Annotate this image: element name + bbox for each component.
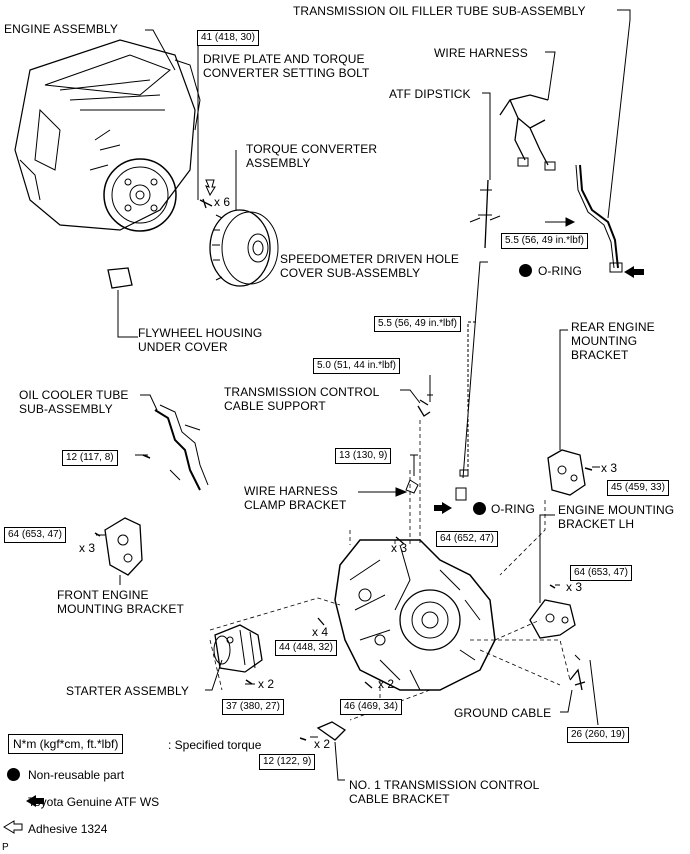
flywheel-cover-drawing bbox=[107, 267, 133, 289]
torque-spec-box: 12 (122, 9) bbox=[259, 754, 316, 770]
label-wire-harness-top: WIRE HARNESS bbox=[434, 46, 528, 60]
legend-adhesive: Adhesive 1324 bbox=[28, 822, 108, 836]
torque-spec-box: 64 (653, 47) bbox=[4, 527, 66, 543]
label-front-engine-bracket: FRONT ENGINE MOUNTING BRACKET bbox=[57, 588, 184, 616]
legend-non-reusable: Non-reusable part bbox=[28, 768, 125, 782]
non-reusable-dot-icon bbox=[519, 264, 532, 277]
legend-atf-ws: Toyota Genuine ATF WS bbox=[28, 795, 160, 809]
label-starter-assembly: STARTER ASSEMBLY bbox=[66, 684, 189, 698]
bolt-quantity: x 3 bbox=[391, 541, 408, 555]
engine-mount-lh-drawing bbox=[529, 599, 576, 639]
bolt-quantity: x 3 bbox=[79, 541, 96, 555]
torque-spec-box: 64 (652, 47) bbox=[436, 531, 498, 547]
engine-assembly-drawing bbox=[14, 39, 201, 232]
legend-adhesive-arrow-icon bbox=[3, 820, 23, 834]
torque-spec-box: 37 (380, 27) bbox=[222, 699, 284, 715]
label-engine-mount-lh: ENGINE MOUNTING BRACKET LH bbox=[558, 503, 675, 531]
label-ground-cable: GROUND CABLE bbox=[454, 706, 552, 720]
label-atf-dipstick: ATF DIPSTICK bbox=[389, 87, 471, 101]
torque-spec-box: 44 (448, 32) bbox=[275, 640, 337, 656]
bolt-quantity: x 2 bbox=[258, 677, 275, 691]
label-torque-converter: TORQUE CONVERTER ASSEMBLY bbox=[246, 142, 378, 170]
legend-torque-desc: : Specified torque bbox=[168, 738, 262, 752]
bolt-quantity: x 3 bbox=[566, 580, 583, 594]
drive-plate-bolt-drawing bbox=[199, 198, 213, 209]
torque-spec-box: 5.5 (56, 49 in.*lbf) bbox=[374, 316, 461, 332]
front-mount-bracket-drawing bbox=[104, 517, 143, 576]
adhesive-arrow-icon bbox=[205, 179, 216, 197]
rear-mount-bracket-drawing bbox=[547, 449, 586, 496]
torque-spec-box: 12 (117, 8) bbox=[62, 450, 118, 466]
label-trans-control-cable-support: TRANSMISSION CONTROL CABLE SUPPORT bbox=[224, 385, 380, 413]
bolt-quantity: x 2 bbox=[314, 737, 331, 751]
label-drive-plate-bolt: DRIVE PLATE AND TORQUE CONVERTER SETTING… bbox=[203, 52, 370, 80]
torque-spec-box: 5.5 (56, 49 in.*lbf) bbox=[501, 233, 588, 249]
starter-assembly-drawing bbox=[213, 624, 263, 673]
transaxle-drawing bbox=[334, 539, 496, 691]
label-oil-filler-tube: TRANSMISSION OIL FILLER TUBE SUB-ASSEMBL… bbox=[293, 4, 586, 18]
atf-dipstick-drawing bbox=[469, 179, 501, 249]
label-o-ring-mid: O-RING bbox=[491, 502, 535, 516]
bolt-quantity: x 3 bbox=[601, 461, 618, 475]
label-rear-engine-bracket: REAR ENGINE MOUNTING BRACKET bbox=[571, 320, 655, 362]
bolt-quantity: x 6 bbox=[214, 195, 231, 209]
oil-filler-tube-drawing bbox=[575, 164, 623, 273]
torque-converter-drawing bbox=[209, 209, 279, 287]
label-o-ring-top: O-RING bbox=[538, 264, 582, 278]
label-oil-cooler-tube: OIL COOLER TUBE SUB-ASSEMBLY bbox=[19, 388, 129, 416]
wire-harness-top-drawing bbox=[499, 94, 556, 171]
bolt-quantity: x 2 bbox=[378, 677, 395, 691]
torque-spec-box: 26 (260, 19) bbox=[567, 727, 629, 743]
atf-arrow-icon bbox=[624, 266, 644, 278]
torque-spec-box: 64 (653, 47) bbox=[570, 565, 632, 581]
legend-non-reusable-dot-icon bbox=[7, 768, 20, 781]
atf-arrow-icon bbox=[434, 502, 452, 514]
label-flywheel-cover: FLYWHEEL HOUSING UNDER COVER bbox=[138, 326, 263, 354]
corner-mark: P bbox=[2, 842, 9, 853]
non-reusable-dot-icon bbox=[473, 502, 486, 515]
legend-atf-arrow-icon bbox=[26, 795, 44, 807]
label-wire-harness-clamp: WIRE HARNESS CLAMP BRACKET bbox=[244, 484, 347, 512]
torque-spec-box: 46 (469, 34) bbox=[340, 699, 402, 715]
torque-spec-box: 45 (459, 33) bbox=[607, 480, 669, 496]
label-no1-cable-bracket: NO. 1 TRANSMISSION CONTROL CABLE BRACKET bbox=[349, 778, 540, 806]
oil-cooler-tube-drawing bbox=[154, 404, 209, 491]
torque-spec-box: 5.0 (51, 44 in.*lbf) bbox=[313, 358, 400, 374]
legend-torque-unit: N*m (kgf*cm, ft.*lbf) bbox=[8, 734, 124, 754]
torque-spec-box: 41 (418, 30) bbox=[197, 30, 259, 46]
no1-cable-bracket-drawing bbox=[316, 721, 347, 741]
torque-spec-box: 13 (130, 9) bbox=[335, 448, 392, 464]
bolt-quantity: x 4 bbox=[312, 625, 329, 639]
label-speedometer-cover: SPEEDOMETER DRIVEN HOLE COVER SUB-ASSEMB… bbox=[280, 252, 460, 280]
label-engine-assembly: ENGINE ASSEMBLY bbox=[4, 22, 118, 36]
